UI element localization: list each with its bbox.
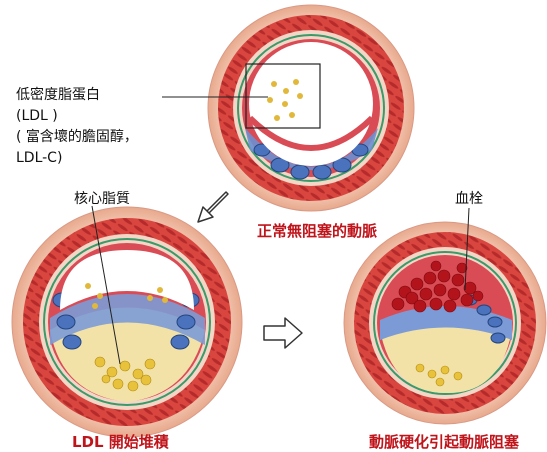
arrow-down-left-icon [198,192,228,222]
core-lipid-label: 核心脂質 [74,188,130,208]
ldl-label-line4: LDL-C) [16,149,62,168]
ldl-label-line1: 低密度脂蛋白 [16,86,100,105]
blocked-artery [344,222,546,424]
thrombus-label: 血栓 [455,188,483,208]
ldl-label-line3: ( 富含壞的膽固醇， [16,128,138,147]
arrow-right-icon [264,318,302,348]
ldl-label-line2: (LDL ) [16,107,58,126]
ldl-buildup-artery [12,207,242,437]
ldl-buildup-caption: LDL 開始堆積 [72,431,169,452]
blocked-artery-caption: 動脈硬化引起動脈阻塞 [369,431,519,452]
normal-artery-caption: 正常無阻塞的動脈 [257,220,377,241]
normal-artery [208,5,414,211]
